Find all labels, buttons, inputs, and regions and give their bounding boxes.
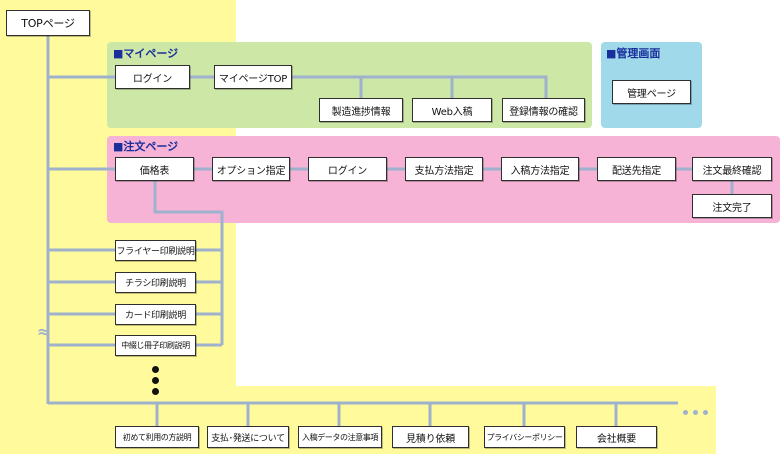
order-login-box[interactable]: ログイン (308, 157, 387, 181)
vertical-ellipsis-icon (152, 366, 160, 399)
first-time-guide-box[interactable]: 初めて利用の方説明 (115, 426, 199, 448)
mypage-login-box[interactable]: ログイン (115, 65, 190, 89)
booklet-guide-box[interactable]: 中綴じ冊子印刷説明 (115, 335, 196, 356)
wave-break-icon: ≈ (37, 322, 51, 341)
estimate-request-box[interactable]: 見積り依頼 (392, 426, 469, 448)
horizontal-ellipsis-icon (683, 400, 713, 415)
order-delivery-box[interactable]: 配送先指定 (597, 157, 676, 181)
order-option-box[interactable]: オプション指定 (212, 157, 290, 181)
top-page-box[interactable]: TOPページ (6, 10, 90, 36)
mypage-title: ■マイページ (113, 47, 179, 60)
card-guide-box[interactable]: カード印刷説明 (115, 304, 196, 325)
order-upload-method-box[interactable]: 入稿方法指定 (501, 157, 579, 181)
data-notes-box[interactable]: 入稿データの注意事項 (298, 426, 382, 448)
admin-title: ■管理画面 (606, 47, 661, 60)
admin-page-box[interactable]: 管理ページ (612, 80, 691, 104)
web-upload-box[interactable]: Web入稿 (412, 98, 492, 122)
order-final-confirm-box[interactable]: 注文最終確認 (692, 157, 772, 181)
order-price-box[interactable]: 価格表 (115, 157, 194, 181)
order-complete-box[interactable]: 注文完了 (692, 194, 772, 218)
order-payment-box[interactable]: 支払方法指定 (405, 157, 483, 181)
registration-check-box[interactable]: 登録情報の確認 (502, 98, 585, 122)
mypage-top-box[interactable]: マイページTOP (214, 65, 292, 89)
order-title: ■注文ページ (113, 140, 179, 153)
production-progress-box[interactable]: 製造進捗情報 (319, 98, 403, 122)
privacy-policy-box[interactable]: プライバシーポリシー (484, 426, 565, 448)
leaflet-guide-box[interactable]: チラシ印刷説明 (115, 272, 196, 293)
company-overview-box[interactable]: 会社概要 (576, 426, 657, 448)
payment-shipping-box[interactable]: 支払･発送について (207, 426, 289, 448)
flyer-guide-box[interactable]: フライヤー印刷説明 (115, 240, 196, 261)
